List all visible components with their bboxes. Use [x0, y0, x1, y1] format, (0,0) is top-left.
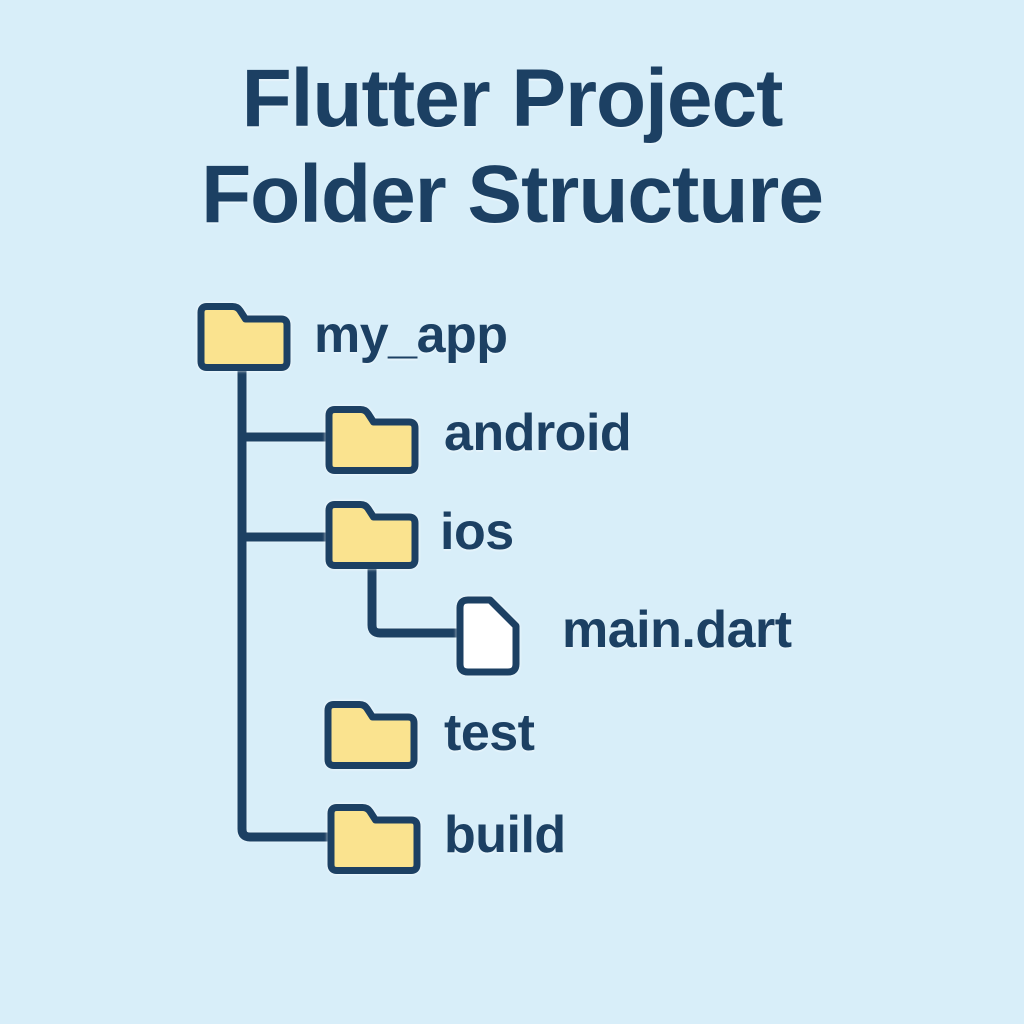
- file-icon: [456, 596, 520, 676]
- file-icon-main-dart: [456, 596, 520, 676]
- folder-icon-android: [325, 405, 419, 475]
- title-line-2: Folder Structure: [201, 149, 824, 240]
- label-ios: ios: [440, 503, 514, 561]
- label-my-app: my_app: [314, 306, 508, 364]
- folder-icon: [325, 501, 419, 569]
- trunk-line-to-build: [237, 369, 330, 842]
- folder-icon: [325, 406, 419, 474]
- page-title: Flutter Project Folder Structure: [0, 51, 1024, 243]
- folder-icon-ios: [325, 500, 419, 570]
- folder-icon: [197, 303, 291, 371]
- folder-icon-build: [327, 803, 421, 875]
- folder-icon: [324, 701, 418, 769]
- branch-line-main-dart: [367, 566, 460, 638]
- folder-icon: [327, 804, 421, 874]
- folder-icon-test: [324, 700, 418, 770]
- title-line-1: Flutter Project: [241, 53, 784, 144]
- label-main-dart: main.dart: [562, 601, 792, 659]
- folder-icon-my-app: [197, 302, 291, 372]
- label-android: android: [444, 404, 632, 462]
- label-build: build: [444, 806, 566, 864]
- label-test: test: [444, 704, 535, 762]
